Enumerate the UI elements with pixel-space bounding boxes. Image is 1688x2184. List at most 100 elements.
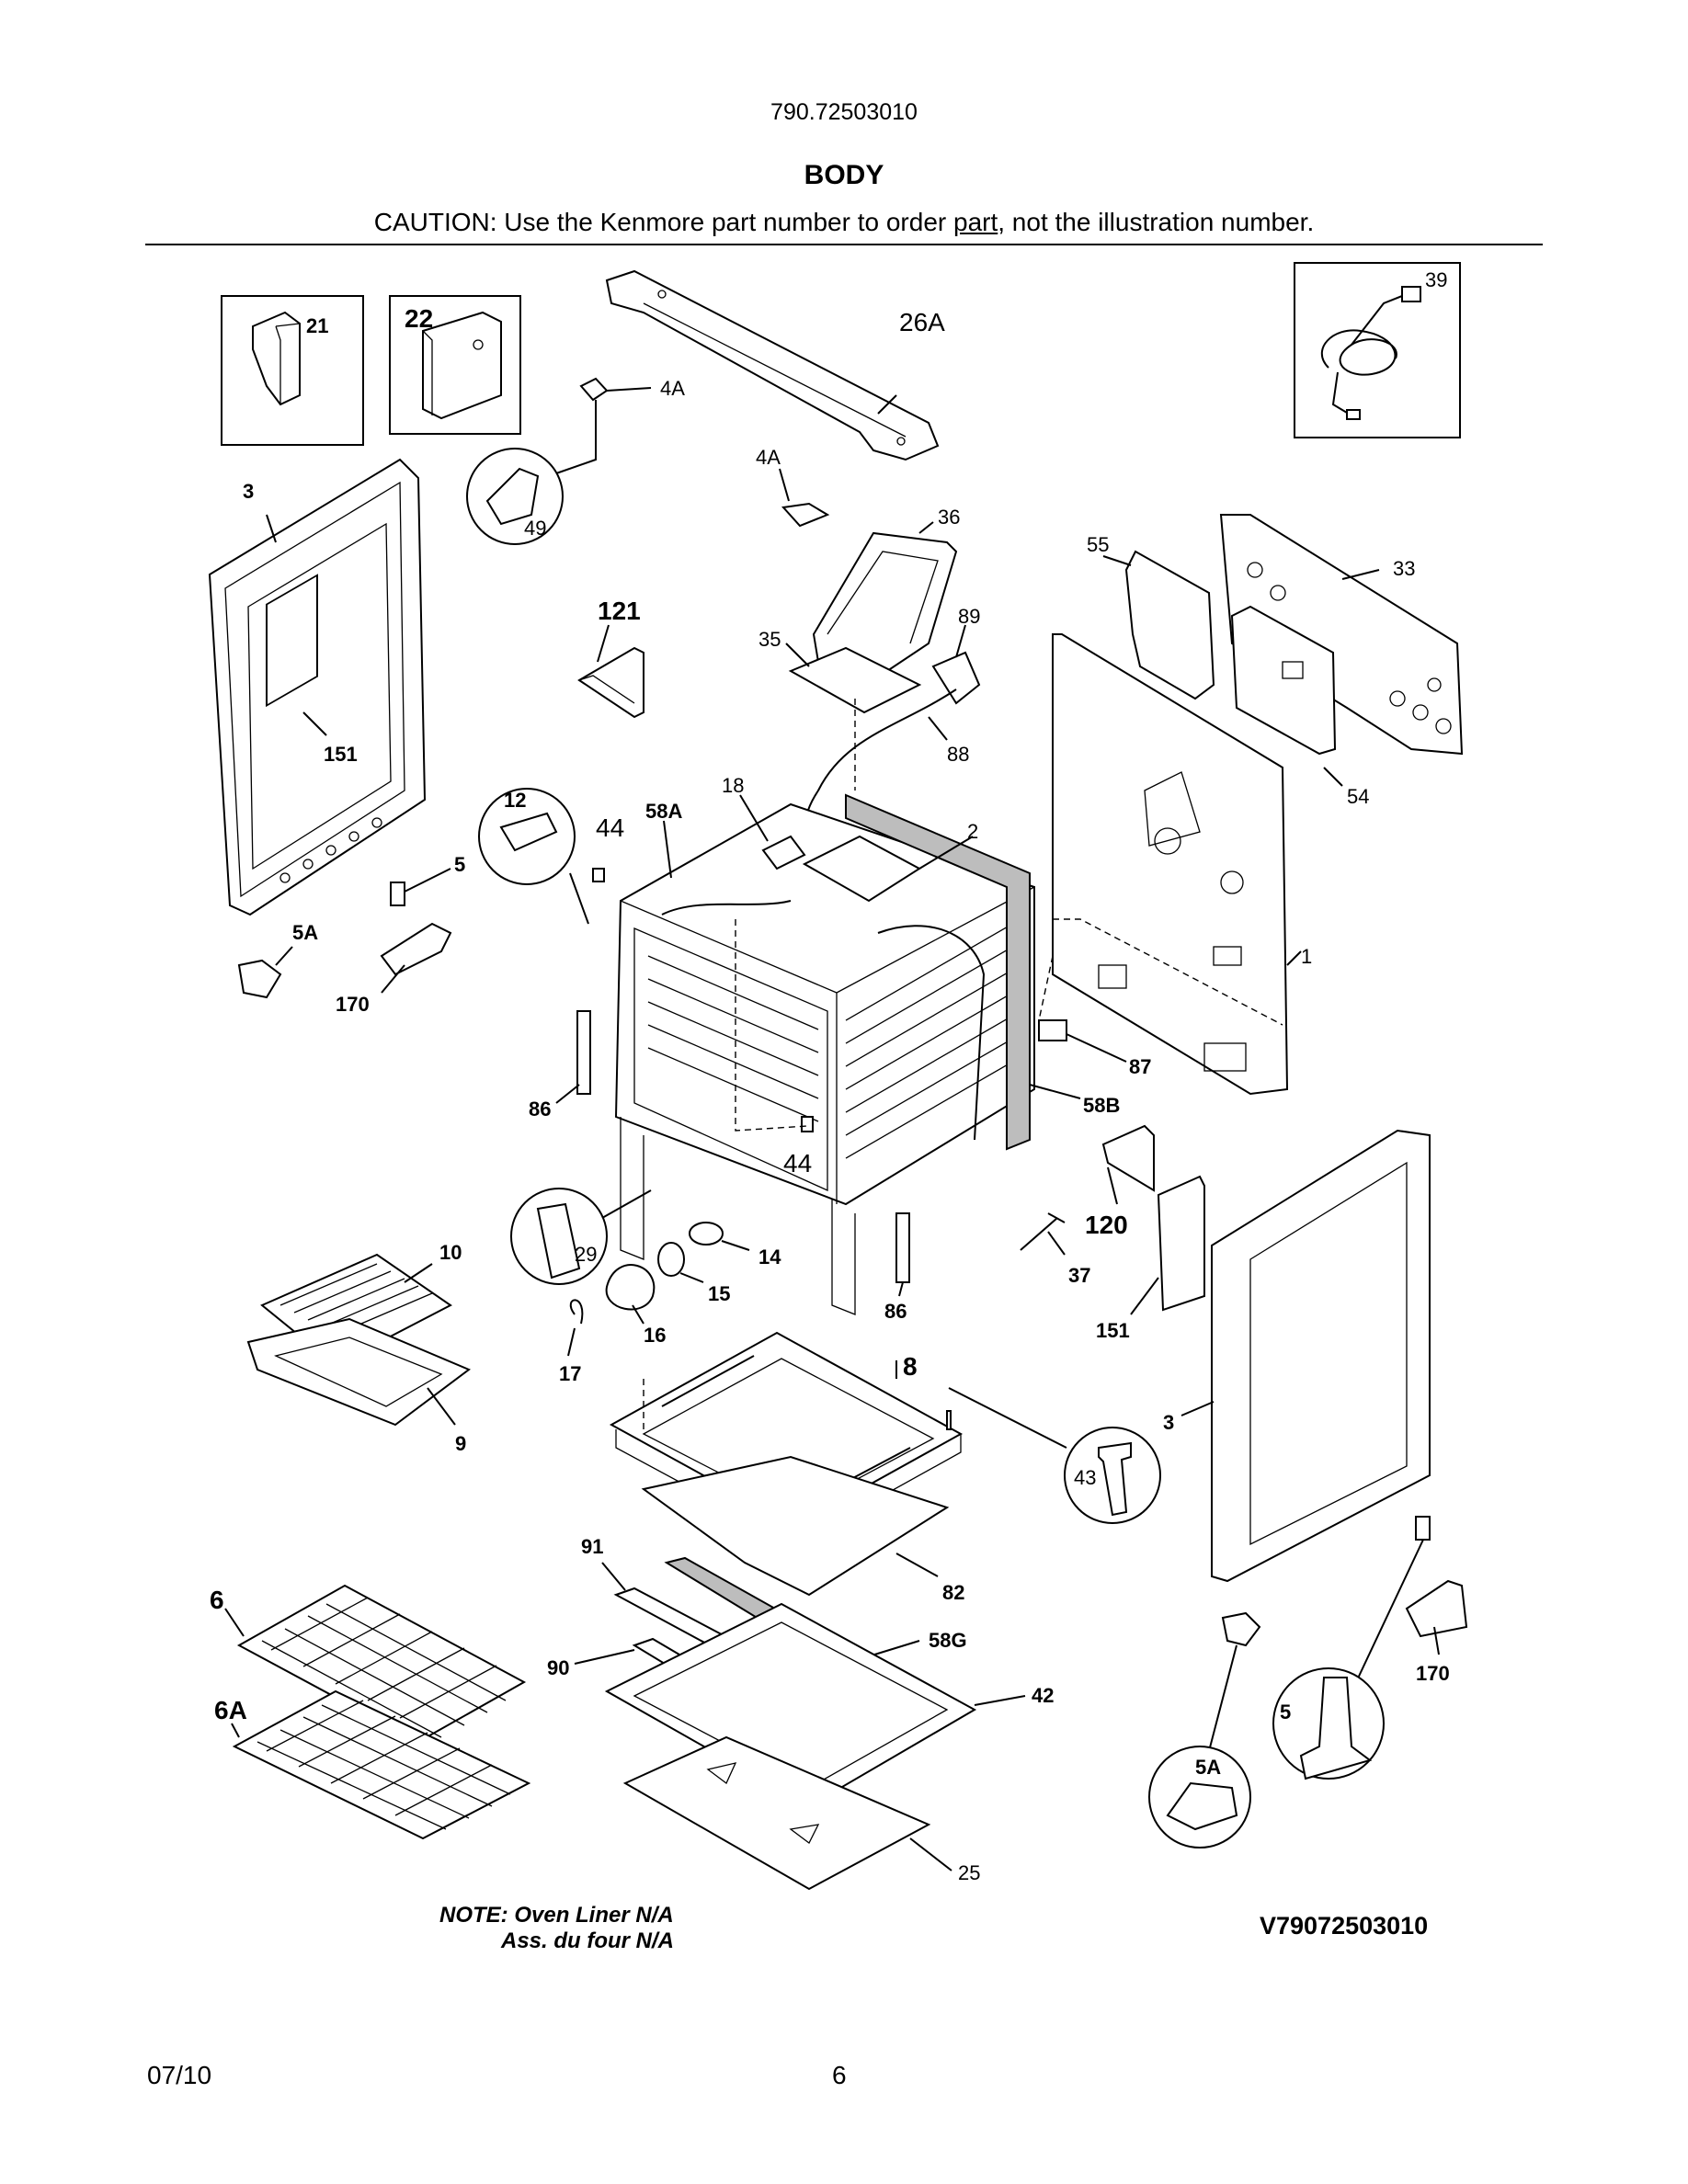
callout-151-left: 151 (324, 743, 358, 766)
callout-25: 25 (958, 1861, 980, 1884)
leader-82 (895, 1553, 939, 1577)
caution-text: CAUTION: Use the Kenmore part number to … (0, 208, 1688, 237)
leader-151-left (302, 711, 327, 736)
callout-6: 6 (210, 1586, 224, 1614)
caution-part-link[interactable]: part (953, 208, 998, 236)
callout-55: 55 (1087, 533, 1109, 556)
callout-9: 9 (455, 1432, 466, 1455)
leader-58A (663, 820, 672, 879)
leader-5A-left (275, 946, 293, 966)
leader-89 (955, 624, 966, 658)
part-121-bracket (577, 646, 644, 719)
leader-4A-top (606, 387, 652, 392)
leader-54 (1323, 767, 1343, 787)
callout-151-right: 151 (1096, 1319, 1130, 1342)
part-58B-insulation (845, 793, 1031, 1151)
part-4A-top-clip (579, 377, 609, 402)
callout-42: 42 (1032, 1684, 1054, 1707)
callout-43: 43 (1074, 1466, 1096, 1489)
callout-49: 49 (524, 517, 546, 540)
footer-date: 07/10 (147, 2061, 212, 2089)
callout-39: 39 (1425, 268, 1447, 291)
part-43-screw (946, 1410, 952, 1430)
part-6A-oven-rack (232, 1689, 531, 1840)
callout-170-left: 170 (336, 993, 370, 1016)
leader-26A (877, 394, 897, 415)
leader-15 (679, 1272, 704, 1283)
part-44-lamp-socket-top (592, 868, 605, 882)
leader-5-left (404, 868, 451, 893)
leader-5A-right (1208, 1644, 1237, 1752)
callout-10: 10 (439, 1241, 462, 1264)
note-oven-liner: NOTE: Oven Liner N/A (439, 1903, 674, 1928)
part-35-duct-plate (788, 646, 922, 714)
callout-36: 36 (938, 506, 960, 529)
inset-box-21 (221, 295, 364, 446)
leader-1 (1286, 950, 1302, 966)
callout-5A-right: 5A (1195, 1756, 1221, 1779)
leader-55 (1102, 555, 1132, 566)
part-87-terminal-block (1038, 1019, 1067, 1041)
leader-42 (974, 1695, 1026, 1706)
diagram-code: V79072503010 (1260, 1912, 1429, 1939)
part-4A-mid-clip (781, 502, 830, 528)
callout-5-left: 5 (454, 853, 465, 876)
callout-90: 90 (547, 1656, 569, 1679)
callout-21: 21 (306, 314, 328, 337)
part-151-hinge-bracket-right (1157, 1175, 1205, 1312)
callout-37: 37 (1068, 1264, 1090, 1287)
callout-8: 8 (903, 1352, 918, 1381)
leader-14 (721, 1240, 750, 1251)
leader-35 (785, 643, 810, 667)
leader-4A-mid (779, 468, 790, 502)
part-6-oven-rack (236, 1584, 527, 1744)
part-14-lamp-receptacle (689, 1222, 724, 1246)
callout-44-top: 44 (596, 813, 624, 842)
caution-tail: , not the illustration number. (998, 208, 1315, 236)
part-82-baffle (641, 1455, 950, 1597)
callout-5-right: 5 (1280, 1701, 1291, 1723)
leader-86-right (898, 1281, 904, 1297)
assembly-guide-4 (1038, 955, 1054, 1021)
callout-12: 12 (504, 789, 526, 812)
part-21-clip (252, 311, 301, 406)
callout-58G: 58G (929, 1629, 967, 1652)
part-29-hinge-cover (536, 1202, 581, 1280)
part-86-hinge-receiver-left (576, 1010, 591, 1095)
callout-29: 29 (575, 1243, 597, 1266)
part-54-shield (1230, 605, 1337, 756)
part-3-right-side-panel (1211, 1129, 1431, 1583)
callout-89: 89 (958, 605, 980, 628)
callout-5A-left: 5A (292, 921, 318, 944)
leader-9 (427, 1387, 456, 1426)
leader-88 (928, 716, 948, 741)
part-9-broiler-pan (246, 1317, 471, 1427)
leader-18 (739, 794, 769, 842)
leader-5-right (1355, 1539, 1424, 1683)
leader-3-right (1180, 1401, 1215, 1416)
leader-121 (597, 624, 610, 663)
header-rule (145, 244, 1543, 245)
leader-120 (1107, 1166, 1118, 1205)
part-49-clip (485, 467, 540, 526)
leader-58B (1029, 1084, 1081, 1099)
callout-82: 82 (942, 1581, 964, 1604)
part-39-power-cord (1321, 286, 1421, 420)
part-120-bracket (1101, 1124, 1155, 1192)
part-17-wire-clip (569, 1299, 584, 1325)
leader-151-right (1130, 1277, 1159, 1315)
leader-25 (909, 1837, 952, 1871)
leader-29 (601, 1189, 652, 1219)
part-5-leveling-leg-left (390, 882, 405, 906)
callout-4A-mid: 4A (756, 446, 781, 469)
part-26A-top-bracket (605, 269, 940, 461)
inset-box-39 (1294, 262, 1461, 438)
callout-121: 121 (598, 597, 641, 625)
part-5A-bracket-right (1221, 1611, 1261, 1647)
callout-15: 15 (708, 1282, 730, 1305)
leader-170-right (1433, 1626, 1440, 1655)
oven-cavity-assembly (614, 802, 1035, 1315)
part-16-lamp-lens (605, 1264, 656, 1311)
callout-4A-top: 4A (660, 377, 685, 400)
